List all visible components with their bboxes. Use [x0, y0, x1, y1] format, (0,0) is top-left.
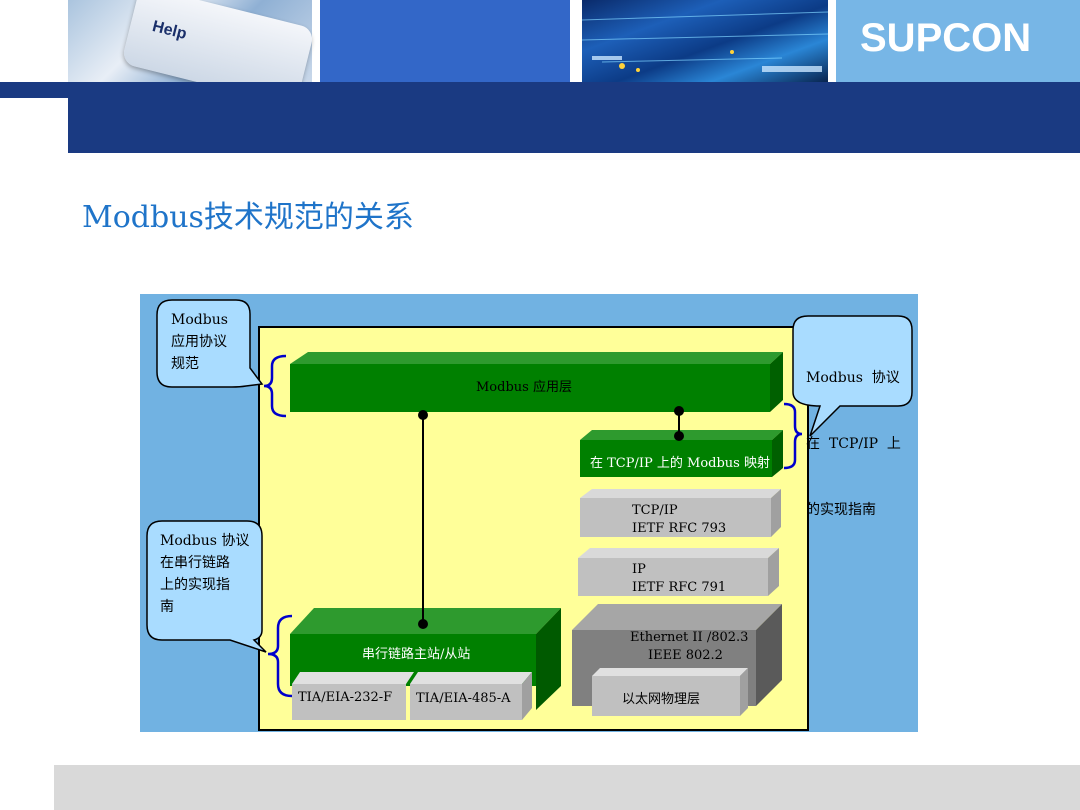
tcp-block: [580, 489, 781, 537]
connector-tcp: [674, 406, 684, 441]
callout-app-line: Modbus: [171, 312, 228, 328]
callout-app-shape: [156, 299, 264, 388]
callout-app-text: Modbus 应用协议 规范: [171, 309, 228, 375]
rs485-label: TIA/EIA-485-A: [416, 691, 511, 706]
header-photo-circuit: [582, 0, 828, 82]
app-layer-label: Modbus 应用层: [476, 380, 572, 395]
callout-app-line: 规范: [171, 356, 199, 372]
rs485-block: [410, 672, 532, 720]
bracket-app: [263, 354, 287, 418]
serial-label: 串行链路主站/从站: [362, 647, 471, 662]
callout-tcp-line: 的实现指南: [806, 502, 876, 518]
header-band-thin: [0, 82, 1080, 98]
tcp-label-2: IETF RFC 793: [632, 521, 727, 536]
tcp-mapping-label: 在 TCP/IP 上的 Modbus 映射: [590, 456, 770, 471]
eth-phys-block: [592, 668, 748, 716]
header-blue-block: [320, 0, 570, 82]
ip-label-2: IETF RFC 791: [632, 580, 727, 595]
callout-tcp-line: Modbus 协议: [806, 370, 900, 386]
ethernet-label-2: IEEE 802.2: [648, 648, 723, 663]
callout-tcp-line: 在 TCP/IP 上: [806, 436, 901, 452]
supcon-logo: SUPCON: [860, 16, 1032, 60]
header-band: [68, 98, 1080, 153]
tcp-label-1: TCP/IP: [632, 503, 678, 518]
callout-serial-line: 上的实现指: [160, 577, 230, 593]
bracket-serial: [267, 614, 293, 698]
connector-serial: [418, 410, 428, 629]
callout-serial-shape: [146, 520, 267, 653]
callout-tcp-shape: [792, 315, 913, 437]
callout-serial-line: 南: [160, 599, 174, 615]
eth-phys-label: 以太网物理层: [622, 692, 701, 707]
logo-background: [836, 0, 1080, 82]
rs232-block: [292, 672, 414, 720]
footer-band: [54, 765, 1080, 810]
ip-block: [578, 548, 779, 596]
callout-serial-line: Modbus 协议: [160, 533, 250, 549]
callout-serial-text: Modbus 协议 在串行链路 上的实现指 南: [160, 530, 249, 618]
ethernet-label-1: Ethernet II /802.3: [630, 630, 749, 645]
app-layer-block: [290, 352, 783, 412]
callout-serial-line: 在串行链路: [160, 555, 230, 571]
bracket-tcp: [783, 402, 803, 470]
rs232-label: TIA/EIA-232-F: [298, 690, 393, 705]
callout-tcp-text: Modbus 协议 在 TCP/IP 上 的实现指南: [806, 323, 901, 543]
callout-app-line: 应用协议: [171, 334, 227, 350]
ip-label-1: IP: [632, 562, 646, 577]
circuit-decor: [582, 11, 828, 72]
slide-title: Modbus技术规范的关系: [82, 200, 414, 235]
